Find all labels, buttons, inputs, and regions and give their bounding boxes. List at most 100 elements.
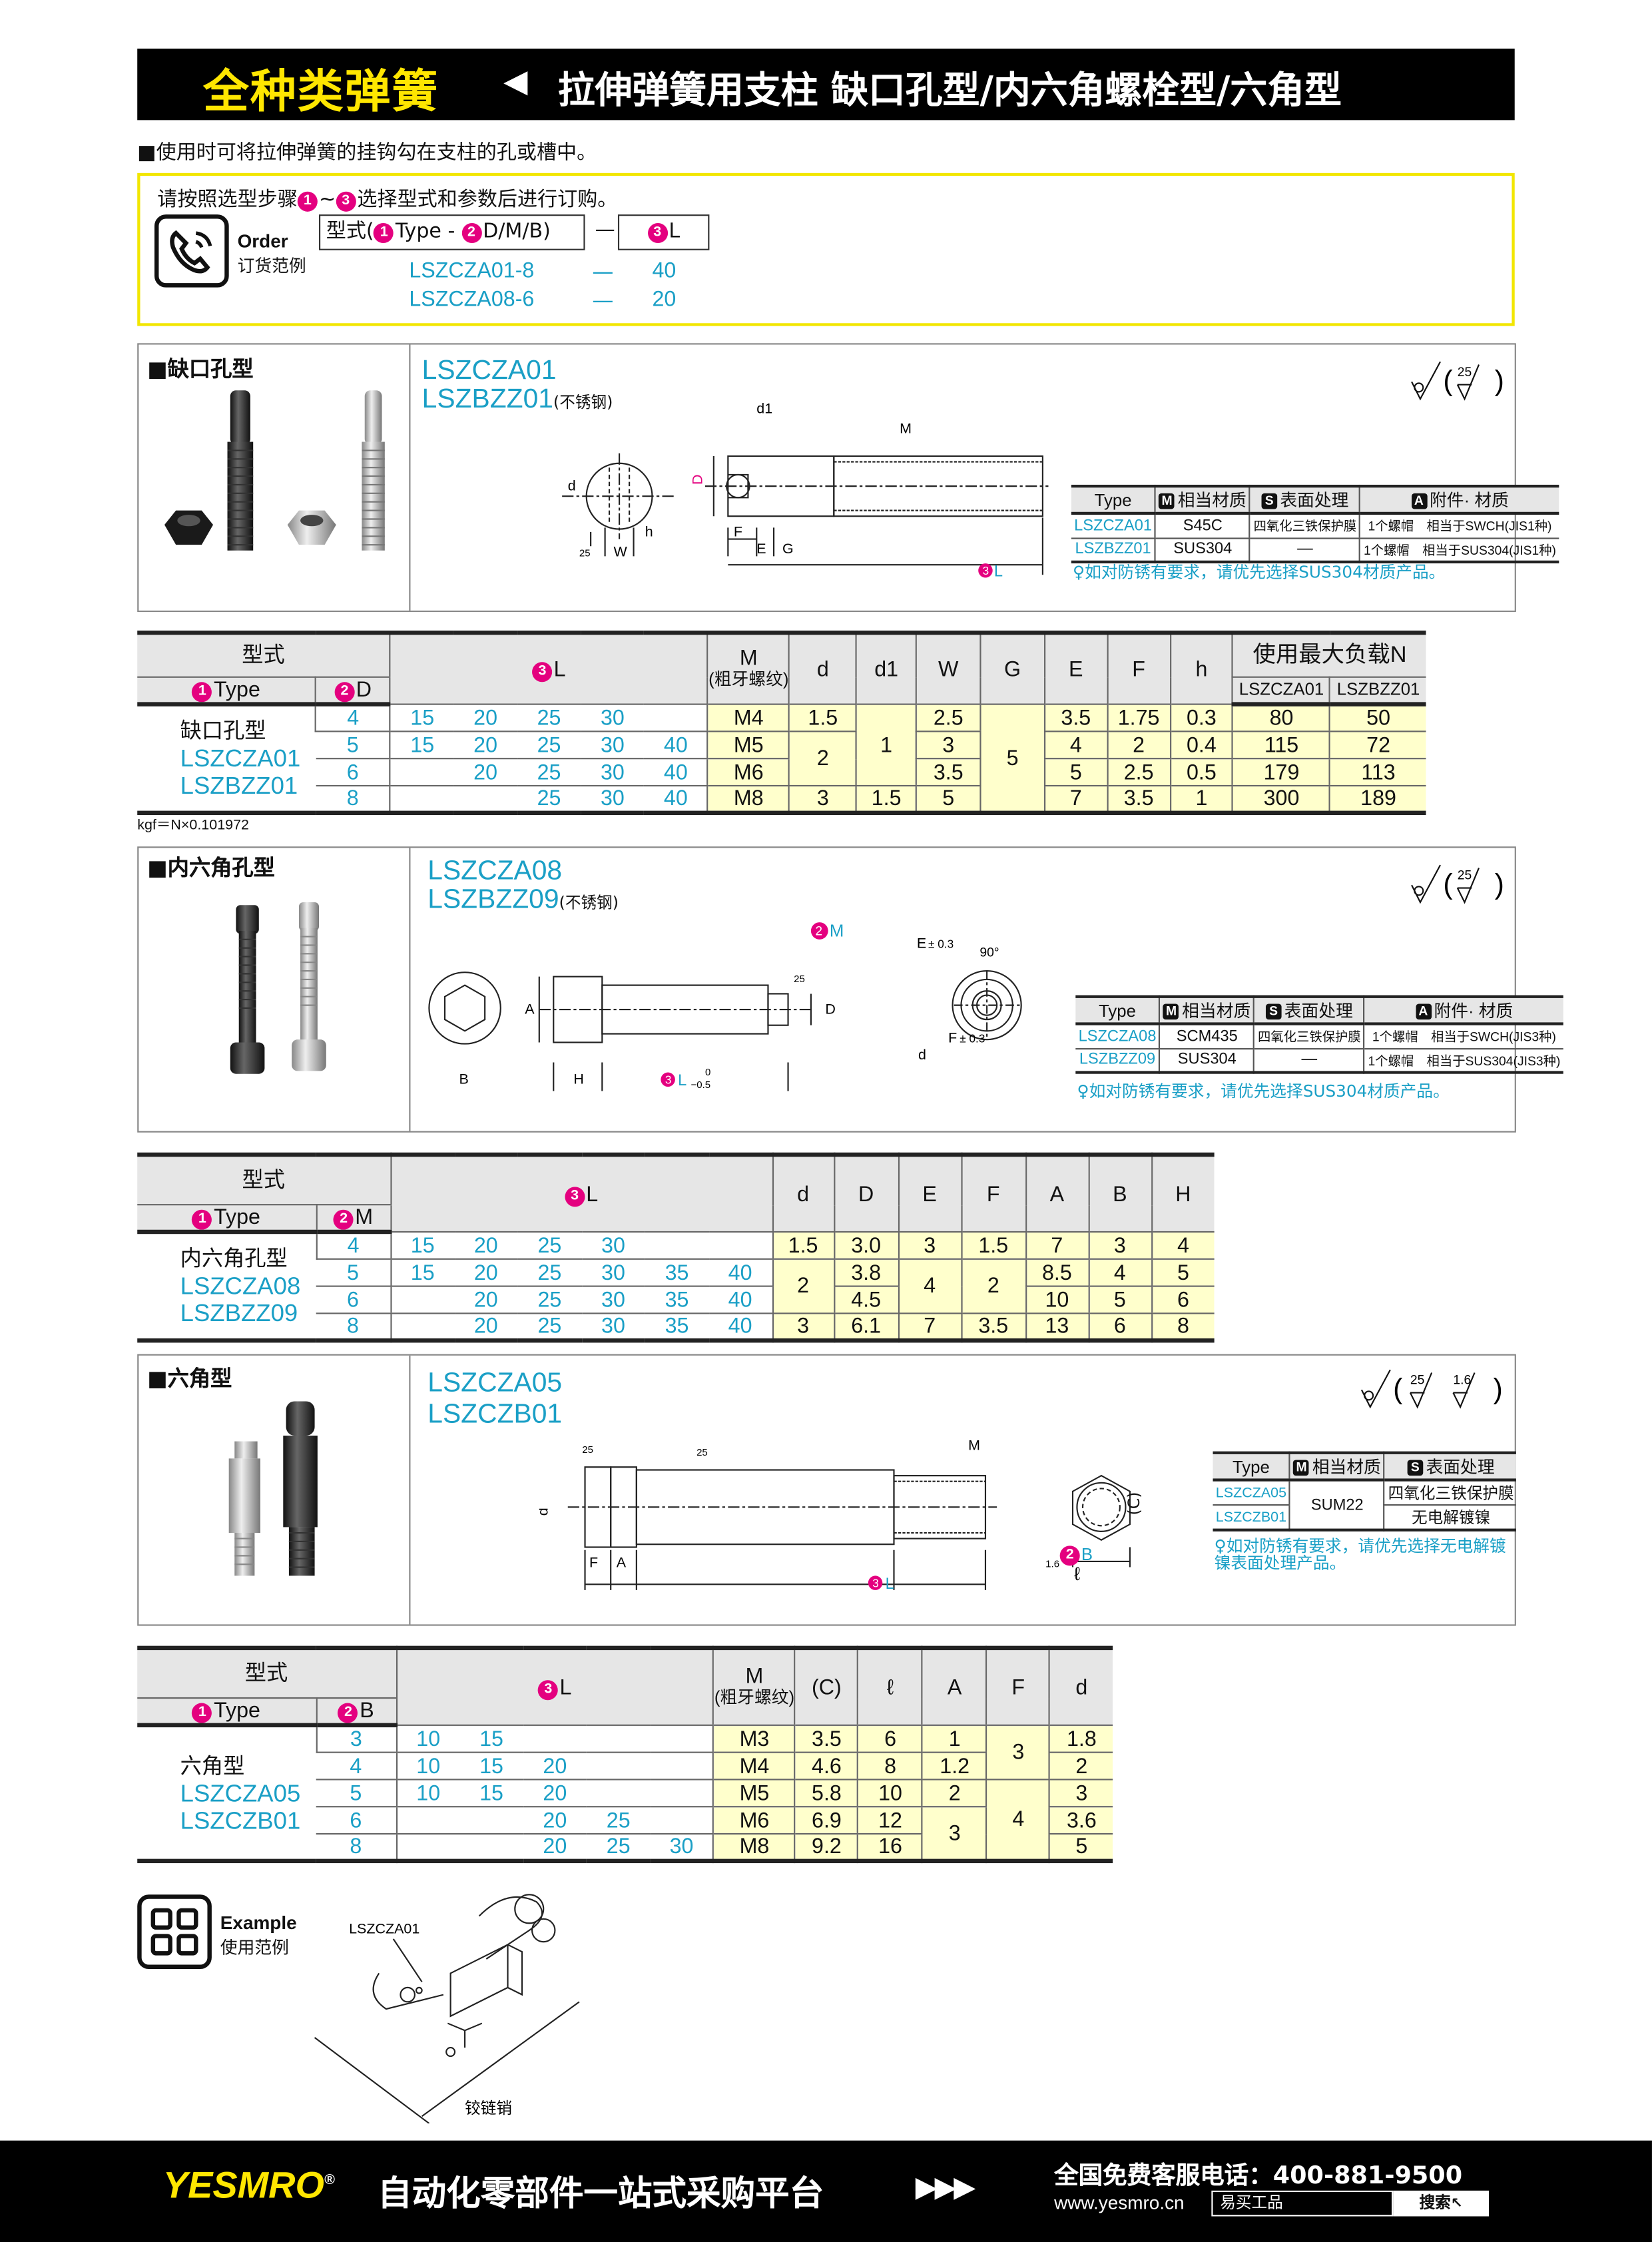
cell-b: 5 (1087, 1286, 1152, 1314)
section-title: ■六角型 (147, 1365, 232, 1392)
length-option (587, 1752, 651, 1781)
product-code-stainless: LSZBZZ01(不锈钢) (421, 384, 613, 415)
length-option: 15 (389, 731, 454, 760)
svg-text:1.6: 1.6 (1453, 1374, 1471, 1388)
product-code: LSZCZA05 (427, 1368, 563, 1399)
website-link[interactable]: www.yesmro.cn (1054, 2191, 1185, 2214)
cell-f: 3 (985, 1725, 1050, 1781)
cell-e: 7 (897, 1313, 962, 1342)
length-option: 15 (389, 704, 454, 732)
svg-text:D: D (825, 1001, 836, 1017)
cell-m: M3 (712, 1725, 796, 1753)
cell-m: M6 (712, 1807, 796, 1835)
brand-logo: YESMRO® (162, 2163, 335, 2207)
type-code: LSZCZB01 (180, 1807, 301, 1834)
cell-n1: 80 (1232, 704, 1330, 732)
cell-e: 4 (897, 1259, 962, 1314)
length-option: 10 (395, 1725, 460, 1753)
order-dash: — (595, 218, 615, 242)
cell-f: 3.5 (1106, 785, 1171, 814)
cell-f: 1.75 (1106, 704, 1171, 732)
length-option: 30 (650, 1834, 714, 1862)
product-photo (228, 1401, 318, 1576)
length-option: 20 (453, 704, 517, 732)
svg-text:−0.5: −0.5 (690, 1079, 710, 1091)
cell-f: 3.5 (960, 1313, 1026, 1342)
technical-drawing: 25 25 d F A M ℓ 1.6 3 L (539, 1437, 1131, 1593)
search-input[interactable]: 易买工品 (1211, 2190, 1394, 2217)
cell-e: 3 (897, 1231, 962, 1260)
order-example-dash: — (592, 258, 614, 285)
product-code: LSZCZA08 (427, 856, 563, 887)
length-option: 40 (644, 785, 708, 814)
svg-text:25: 25 (1458, 869, 1472, 883)
length-option: 20 (453, 1231, 518, 1260)
cell-e: 3.5 (1043, 704, 1107, 732)
svg-text:L: L (994, 563, 1003, 580)
svg-text:25: 25 (794, 974, 805, 985)
cell-w: 3.5 (916, 758, 981, 787)
search-button[interactable]: 搜索↖ (1393, 2190, 1490, 2217)
cell-e: 5 (1043, 758, 1107, 787)
order-example-l: 20 (652, 287, 677, 312)
length-option: 20 (523, 1807, 587, 1835)
order-example-code: LSZCZA08-6 (409, 287, 535, 312)
length-option: 40 (644, 731, 708, 760)
svg-text:G: G (782, 541, 794, 557)
cell-ell: 8 (857, 1752, 923, 1781)
length-option: 25 (587, 1807, 651, 1835)
usage-example-illustration: LSZCZA01 铰链销 (314, 1894, 580, 2123)
svg-text:ℓ: ℓ (1074, 1563, 1080, 1584)
length-option: 20 (453, 758, 517, 787)
footer-bar: YESMRO® 自动化零部件一站式采购平台 ▶▶▶ 全国免费客服电话：400-8… (0, 2140, 1652, 2242)
length-option: 40 (708, 1313, 772, 1342)
svg-text:2: 2 (815, 924, 822, 938)
technical-drawing: d D W h 25 d1 M F E G 3 L (562, 401, 1049, 580)
phone-icon (154, 214, 229, 288)
svg-text:M: M (968, 1437, 980, 1453)
roughness-symbol-icon: (25) (1411, 361, 1504, 401)
cell-e: 4 (1043, 731, 1107, 760)
svg-text:L: L (886, 1575, 894, 1593)
footer-slogan: 自动化零部件一站式采购平台 (378, 2173, 824, 2214)
cell-d: 1.5 (788, 704, 857, 732)
cell-m: M6 (707, 758, 790, 787)
length-option: 40 (708, 1286, 772, 1314)
cell-d: 2 (771, 1259, 834, 1314)
hotline: 全国免费客服电话：400-881-9500 (1054, 2161, 1463, 2191)
cell-c: 6.9 (794, 1807, 858, 1835)
cell-n2: 72 (1329, 731, 1426, 760)
cell-a: 8.5 (1025, 1259, 1089, 1287)
drawing-label-c: (C) (1125, 1492, 1144, 1516)
length-option: 30 (581, 758, 645, 787)
product-code: LSZCZA01 (421, 356, 557, 386)
page-title: 拉伸弹簧用支柱 缺口孔型/内六角螺栓型/六角型 (557, 70, 1342, 113)
size-cell: 3 (315, 1725, 396, 1753)
size-cell: 4 (316, 1752, 396, 1781)
size-cell: 4 (315, 1231, 391, 1260)
svg-text:E: E (756, 541, 766, 557)
svg-text:W: W (613, 543, 627, 559)
rust-note: ♀如对防锈有要求，请优先选择SUS304材质产品。 (1073, 561, 1446, 582)
svg-text:± 0.3: ± 0.3 (960, 1031, 985, 1045)
svg-text:90°: 90° (979, 946, 999, 960)
cell-ell: 6 (857, 1725, 923, 1753)
section-title: ■内六角孔型 (147, 855, 275, 881)
length-option (650, 1807, 714, 1835)
cell-d: 2 (788, 731, 857, 787)
cell-c: 5.8 (794, 1779, 858, 1808)
surface-roughness: (25) (1409, 862, 1509, 911)
cell-f: 2 (960, 1259, 1026, 1314)
length-option: 20 (523, 1752, 587, 1781)
product-code: LSZCZB01 (427, 1400, 563, 1430)
example-label-cn: 使用范例 (220, 1937, 289, 1958)
